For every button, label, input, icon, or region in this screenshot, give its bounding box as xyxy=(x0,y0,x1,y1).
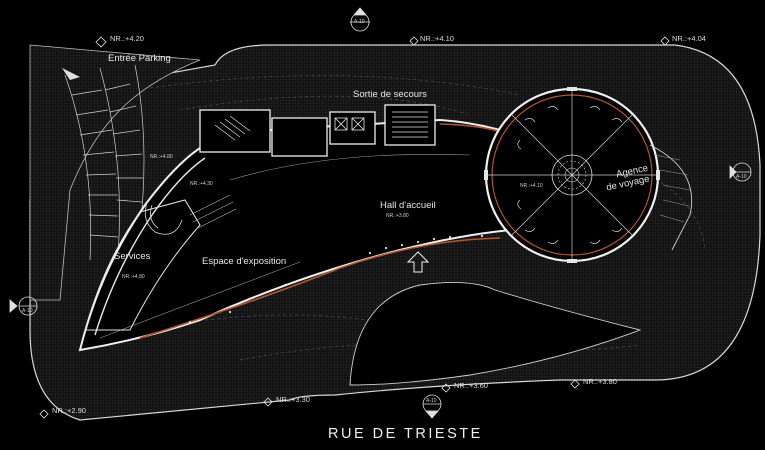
level-inner-380: NR.:+3.80 xyxy=(386,213,409,219)
section-text-left: A-10 xyxy=(22,308,33,314)
street-name: RUE DE TRIESTE xyxy=(328,426,483,442)
lift-boxes xyxy=(334,117,365,131)
section-marker-right xyxy=(729,162,752,182)
level-nr-360: NR.:+3.60 xyxy=(454,381,488,390)
level-markers xyxy=(39,36,670,419)
label-sortie-secours: Sortie de secours xyxy=(353,89,427,100)
section-text-right: A-10 xyxy=(736,174,747,180)
exhibition-edge-line xyxy=(99,261,301,339)
level-nr-290: NR.:+2.90 xyxy=(52,406,86,415)
level-inner-430: NR.:+4.30 xyxy=(190,181,213,187)
rotunda-stair xyxy=(649,144,693,251)
section-marker-bottom xyxy=(422,394,442,419)
section-marker-left xyxy=(9,296,38,316)
label-espace-exposition: Espace d'exposition xyxy=(202,256,287,267)
hall-columns xyxy=(188,234,484,324)
level-inner-410: NR.:+4.10 xyxy=(520,183,543,189)
travel-agency-rotunda xyxy=(484,87,660,263)
section-text-bottom: A-10 xyxy=(426,398,437,404)
service-core xyxy=(199,104,436,157)
parking-ramp xyxy=(64,64,145,261)
main-entrance-arrow[interactable] xyxy=(406,251,430,273)
building-inner-wall xyxy=(94,157,206,336)
stair-sortie xyxy=(392,111,428,138)
level-nr-330: NR.:+3.30 xyxy=(276,395,310,404)
curved-glass-facade xyxy=(139,237,501,339)
rotunda-stair-treads xyxy=(654,154,691,223)
stair-west xyxy=(214,115,251,141)
section-text-top: A-10 xyxy=(354,19,365,25)
hall-edge-line xyxy=(229,153,471,181)
level-inner-480b: NR.:+4.80 xyxy=(122,274,145,280)
label-hall-accueil: Hall d'accueil xyxy=(380,200,436,211)
label-services: Services xyxy=(114,251,151,262)
parking-entry-arrow[interactable] xyxy=(62,68,80,80)
level-nr-404: NR.:+4.04 xyxy=(672,34,706,43)
level-nr-420: NR.:+4.20 xyxy=(110,34,144,43)
front-plaza[interactable] xyxy=(349,281,642,386)
label-entree-parking: Entrée Parking xyxy=(108,53,171,64)
services-ramp xyxy=(189,194,237,230)
level-nr-410: NR.:+4.10 xyxy=(420,34,454,43)
section-marker-top xyxy=(350,7,370,32)
level-nr-380: NR.:+3.80 xyxy=(583,377,617,386)
services-block xyxy=(84,199,201,331)
level-inner-480: NR.:+4.80 xyxy=(150,154,173,160)
